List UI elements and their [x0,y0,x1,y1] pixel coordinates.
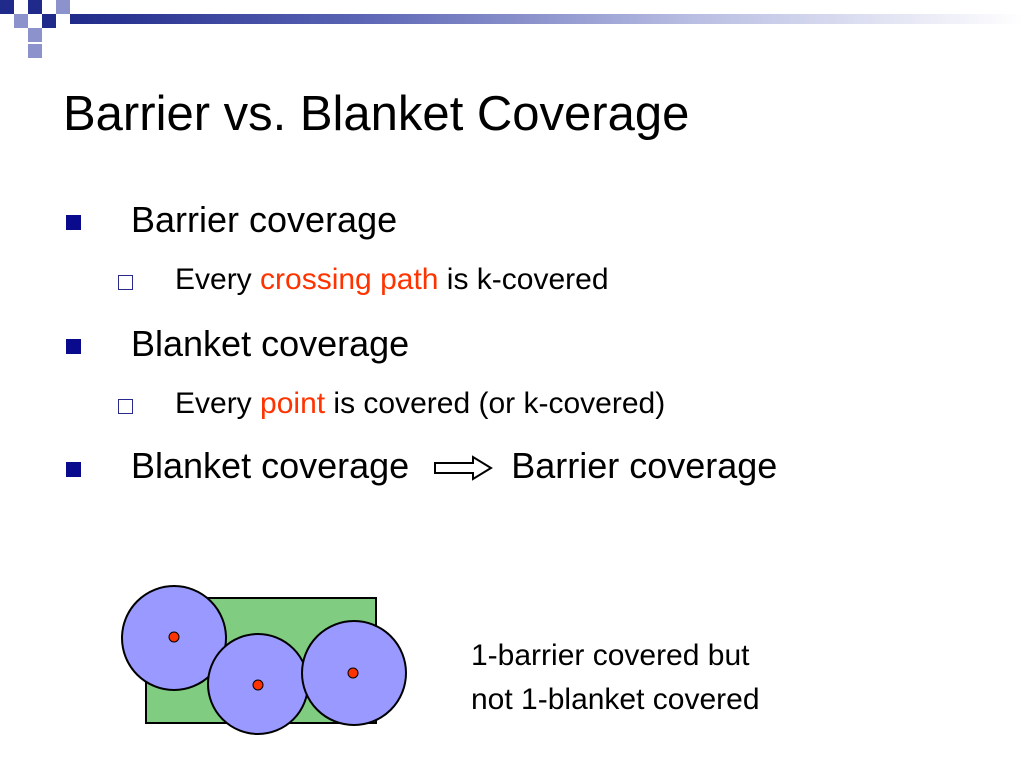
highlight-point: point [260,387,326,420]
filled-square-icon [66,215,81,230]
deco-square-icon [28,28,42,42]
header-decoration [0,0,1024,30]
implication-right: Barrier coverage [511,445,778,486]
caption-line: 1-barrier covered but [471,639,750,672]
double-arrow-right-icon [434,455,494,482]
bullet-blanket-coverage: Blanket coverage [131,323,410,364]
highlight-crossing-path: crossing path [260,263,439,296]
sub-bullet-text: is k-covered [438,263,609,296]
sub-bullet-text: Every [175,387,261,420]
filled-square-icon [66,339,81,354]
sensor-dot [252,679,264,691]
bullet-implication: Blanket coverage Barrier coverage [131,444,777,488]
hollow-square-icon [118,275,133,290]
filled-square-icon [66,462,81,477]
header-gradient-bar [70,14,1024,24]
deco-square-icon [0,0,14,14]
caption-line: not 1-blanket covered [471,683,760,716]
slide-title: Barrier vs. Blanket Coverage [63,87,690,141]
bullet-barrier-coverage: Barrier coverage [131,199,398,240]
sub-bullet-point: Every point is covered (or k-covered) [175,386,665,422]
deco-square-icon [14,14,28,28]
deco-square-icon [28,44,42,58]
hollow-square-icon [118,399,133,414]
sub-bullet-crossing-path: Every crossing path is k-covered [175,262,609,298]
deco-square-icon [56,0,70,14]
deco-square-icon [42,14,56,28]
figure-caption: 1-barrier covered but not 1-blanket cove… [471,634,760,722]
implication-left: Blanket coverage [131,445,410,486]
sub-bullet-text: Every [175,263,261,296]
sensor-dot [347,667,359,679]
sensor-dot [168,631,180,643]
sub-bullet-text: is covered (or k-covered) [325,387,666,420]
deco-square-icon [28,0,42,14]
